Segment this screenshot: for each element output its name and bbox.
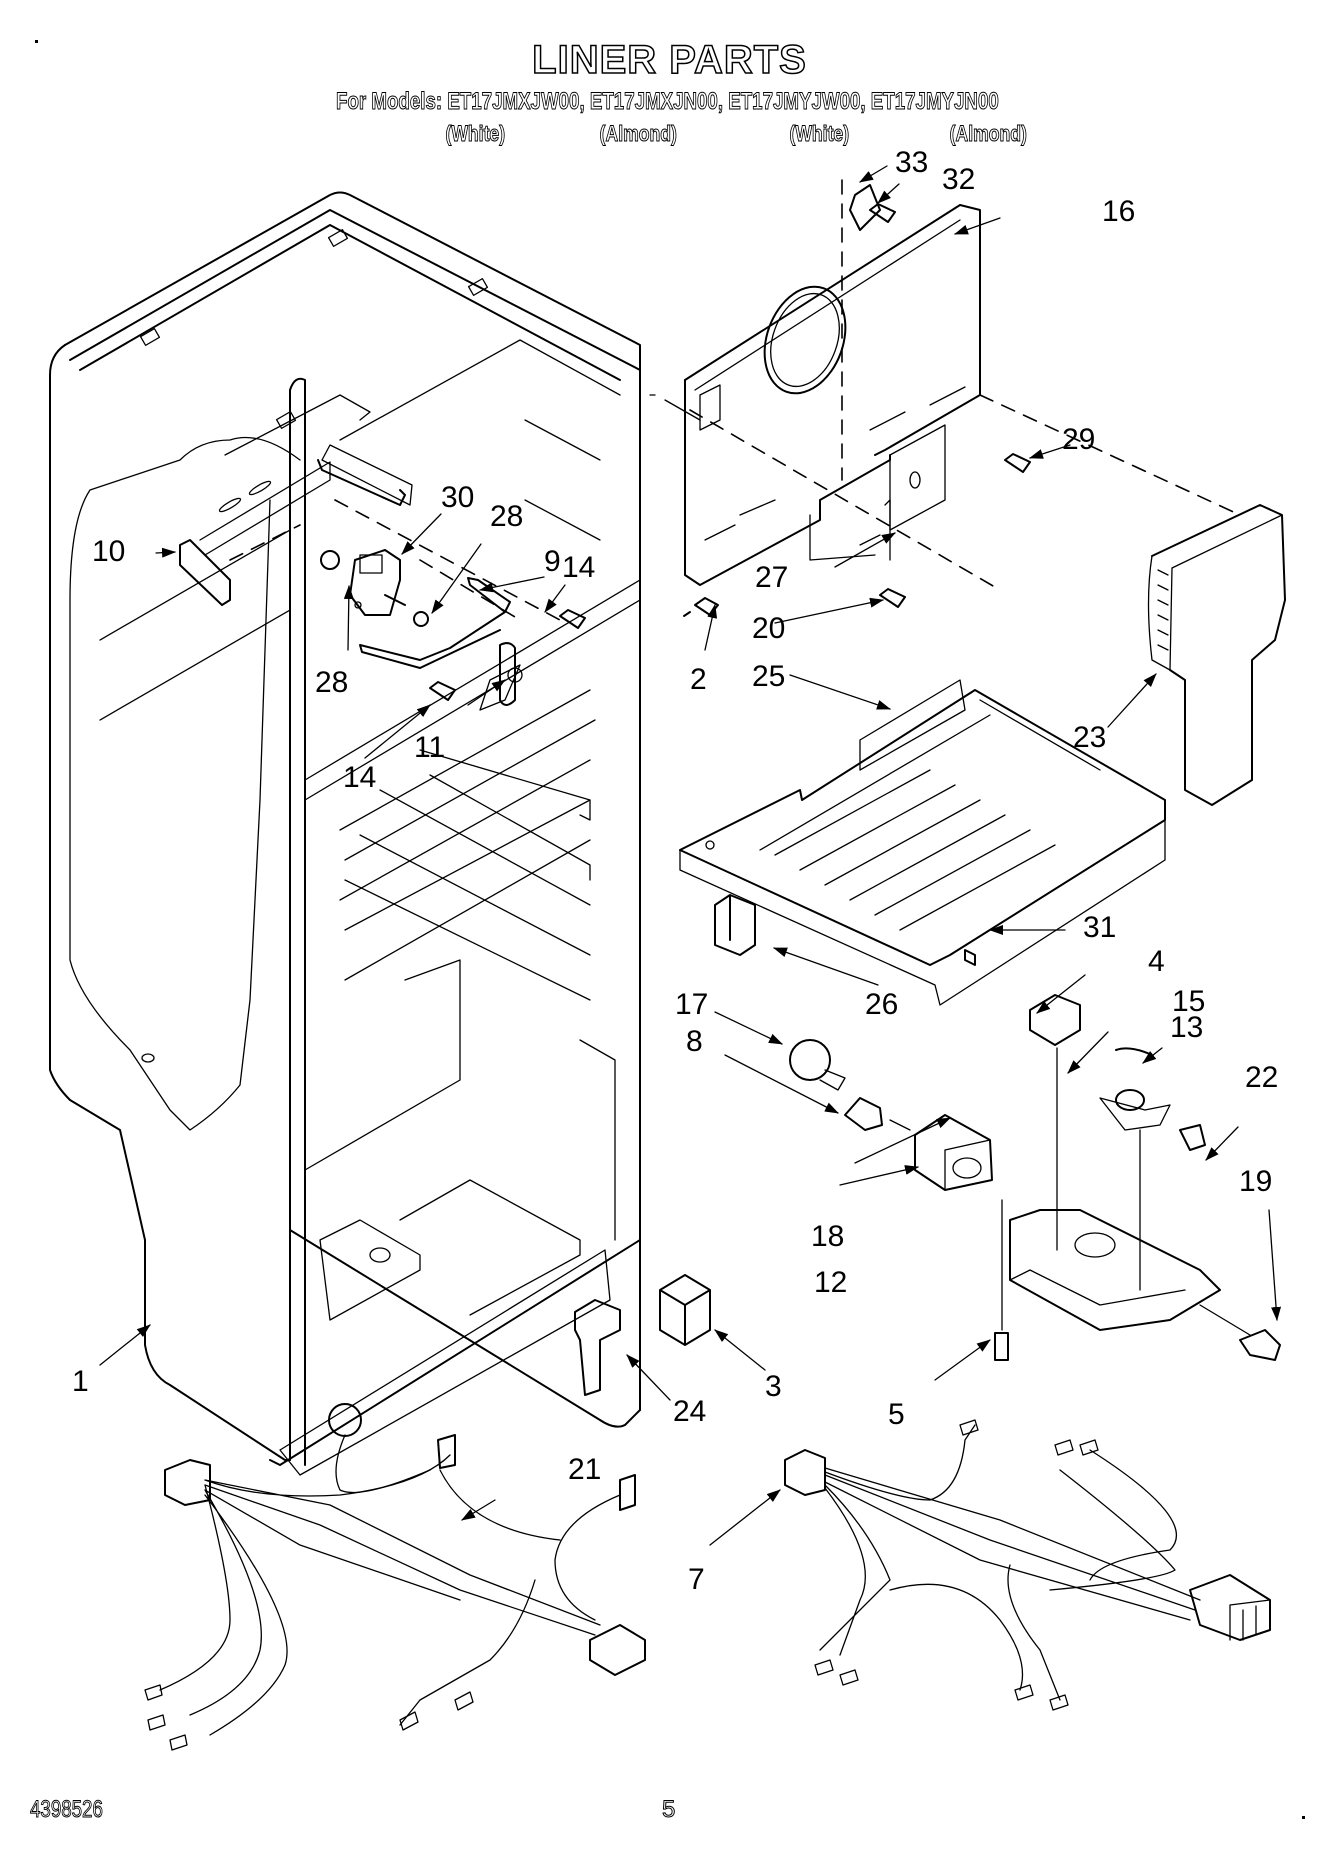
callout-21: 21 <box>568 1453 602 1486</box>
screw-part-5 <box>994 1332 1009 1361</box>
bracket-part-10 <box>179 394 371 606</box>
callout-23: 23 <box>1073 721 1107 754</box>
callout-18: 18 <box>811 1220 845 1253</box>
connector-part-3 <box>659 1274 711 1346</box>
callout-7: 7 <box>688 1563 705 1596</box>
light-bulb-part-17 <box>789 1039 846 1091</box>
callout-14-upper: 14 <box>562 551 596 584</box>
callout-2: 2 <box>690 663 707 696</box>
grommet-part-28b <box>413 611 429 627</box>
shelf-tray-part-25 <box>679 679 1166 1006</box>
callout-26: 26 <box>865 988 899 1021</box>
air-duct-part-23 <box>1147 504 1286 806</box>
callout-19: 19 <box>1239 1165 1273 1198</box>
callout-29: 29 <box>1062 423 1096 456</box>
callout-27: 27 <box>755 561 789 594</box>
callout-12: 12 <box>814 1266 848 1299</box>
callout-33: 33 <box>895 146 929 179</box>
models-line: For Models: ET17JMXJW00, ET17JMXJN00, ET… <box>336 88 1000 116</box>
grommet-part-28a <box>320 550 340 570</box>
callout-20: 20 <box>752 612 786 645</box>
callout-11: 11 <box>414 731 446 764</box>
screw-part-29 <box>1004 453 1031 473</box>
callout-5: 5 <box>888 1398 905 1431</box>
document-number: 4398526 <box>30 1796 104 1824</box>
wire-harness-part-21 <box>144 1403 646 1751</box>
callout-14-lower: 14 <box>343 761 377 794</box>
model-color-4: (Almond) <box>949 121 1027 147</box>
callout-22: 22 <box>1245 1061 1279 1094</box>
model-color-3: (White) <box>789 121 850 147</box>
assembly-line <box>689 409 1001 591</box>
callout-30: 30 <box>441 481 475 514</box>
fan-bracket-part-9 <box>359 577 511 669</box>
callout-25: 25 <box>752 660 786 693</box>
registration-mark <box>1302 1816 1305 1819</box>
callout-13: 13 <box>1170 1011 1204 1044</box>
fan-motor-part-30 <box>349 549 406 616</box>
callout-15: 15 <box>1172 985 1206 1018</box>
screw-part-32 <box>869 203 896 223</box>
callout-4: 4 <box>1148 945 1165 978</box>
light-shield-part-18 <box>914 1114 993 1191</box>
callout-1: 1 <box>72 1365 89 1398</box>
tube-part-15 <box>1115 1047 1153 1056</box>
model-color-1: (White) <box>445 121 506 147</box>
callout-28-left: 28 <box>315 666 349 699</box>
knob-part-22 <box>1179 1124 1206 1151</box>
wire-harness-part-7 <box>784 1419 1271 1711</box>
fan-blade-part-11 <box>479 642 523 711</box>
holder-part-26 <box>714 894 756 956</box>
page-number: 5 <box>661 1796 676 1824</box>
clip-part-33 <box>849 184 881 231</box>
thermostat-part-4 <box>1029 994 1081 1046</box>
clip-part-31 <box>964 949 976 966</box>
clip-part-2 <box>683 597 719 617</box>
liner-cabinet <box>49 191 641 1476</box>
callout-16: 16 <box>1102 195 1136 228</box>
page-title: LINER PARTS <box>531 37 807 83</box>
model-color-2: (Almond) <box>599 121 677 147</box>
leader-lines <box>99 165 1282 1546</box>
callout-10: 10 <box>92 535 126 568</box>
callout-32: 32 <box>942 163 976 196</box>
screw-part-14 <box>429 609 586 701</box>
control-part-13 <box>1099 1089 1171 1131</box>
evaporator-cover-part-16 <box>649 179 1241 591</box>
callout-28-right: 28 <box>490 500 524 533</box>
callout-31: 31 <box>1083 911 1117 944</box>
lamp-socket-part-8 <box>844 1097 883 1131</box>
screw-part-20 <box>879 588 906 608</box>
callout-3: 3 <box>765 1370 782 1403</box>
control-housing-part-12 <box>1009 1209 1221 1331</box>
bracket-upper <box>317 444 413 506</box>
registration-mark <box>35 40 38 43</box>
callout-9: 9 <box>544 545 561 578</box>
callout-17: 17 <box>675 988 709 1021</box>
connector-part-24 <box>574 1299 621 1396</box>
callout-8: 8 <box>686 1025 703 1058</box>
clip-part-19 <box>1239 1329 1281 1361</box>
callout-24: 24 <box>673 1395 707 1428</box>
